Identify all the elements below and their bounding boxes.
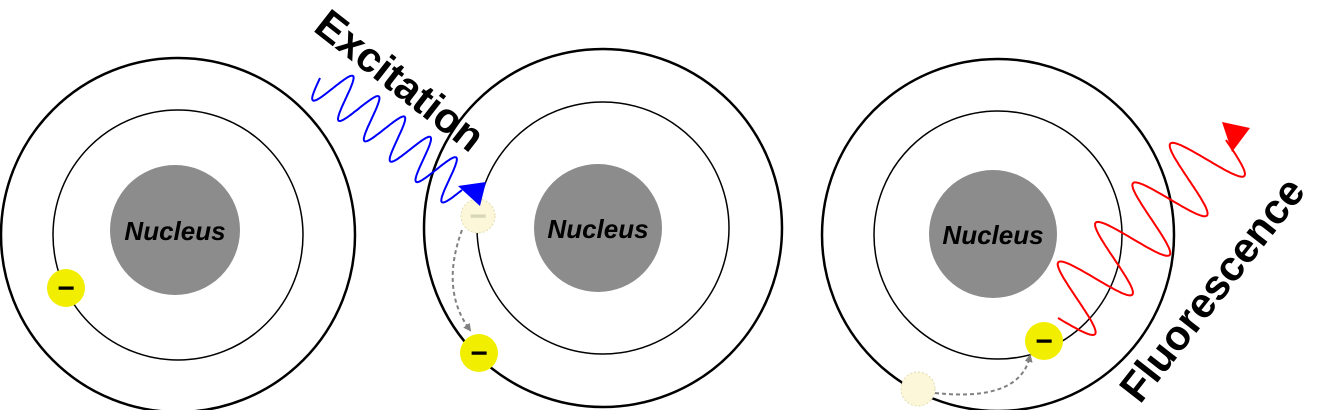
outer-orbit bbox=[0, 56, 357, 410]
atom-ground-state: Nucleus − bbox=[0, 56, 357, 410]
outer-orbit bbox=[820, 57, 1176, 410]
excitation-photon: Excitation bbox=[306, 0, 494, 206]
fluorescence-arrow-head-icon bbox=[1222, 122, 1250, 152]
atom-relaxed-state: Nucleus − bbox=[820, 57, 1176, 410]
fluorescence-wave bbox=[1056, 139, 1246, 337]
electron-minus-icon: − bbox=[1035, 325, 1053, 358]
electron: − bbox=[1025, 322, 1063, 360]
transition-arrow bbox=[934, 354, 1033, 396]
electron-former-position: − bbox=[460, 198, 496, 234]
nucleus bbox=[110, 165, 240, 295]
excitation-arrow-head-icon bbox=[458, 182, 486, 206]
electron: − bbox=[460, 334, 498, 372]
excitation-label: Excitation bbox=[306, 0, 493, 161]
electron: − bbox=[47, 269, 85, 307]
fluorescence-photon: Fluorescence bbox=[1056, 122, 1314, 410]
atom-excited-state: Nucleus − − bbox=[422, 47, 784, 409]
outer-orbit bbox=[422, 47, 784, 409]
transition-arrow bbox=[451, 229, 472, 332]
inner-orbit bbox=[52, 109, 304, 361]
nucleus bbox=[929, 170, 1057, 298]
electron-minus-icon: − bbox=[469, 200, 487, 233]
nucleus-label: Nucleus bbox=[942, 220, 1043, 250]
inner-orbit bbox=[873, 110, 1123, 360]
electron-minus-icon: − bbox=[470, 337, 488, 370]
electron-former-position bbox=[900, 371, 936, 407]
excitation-wave bbox=[311, 74, 463, 204]
nucleus bbox=[534, 164, 662, 292]
nucleus-label: Nucleus bbox=[124, 216, 225, 246]
electron-minus-icon: − bbox=[57, 272, 75, 305]
nucleus-label: Nucleus bbox=[547, 214, 648, 244]
